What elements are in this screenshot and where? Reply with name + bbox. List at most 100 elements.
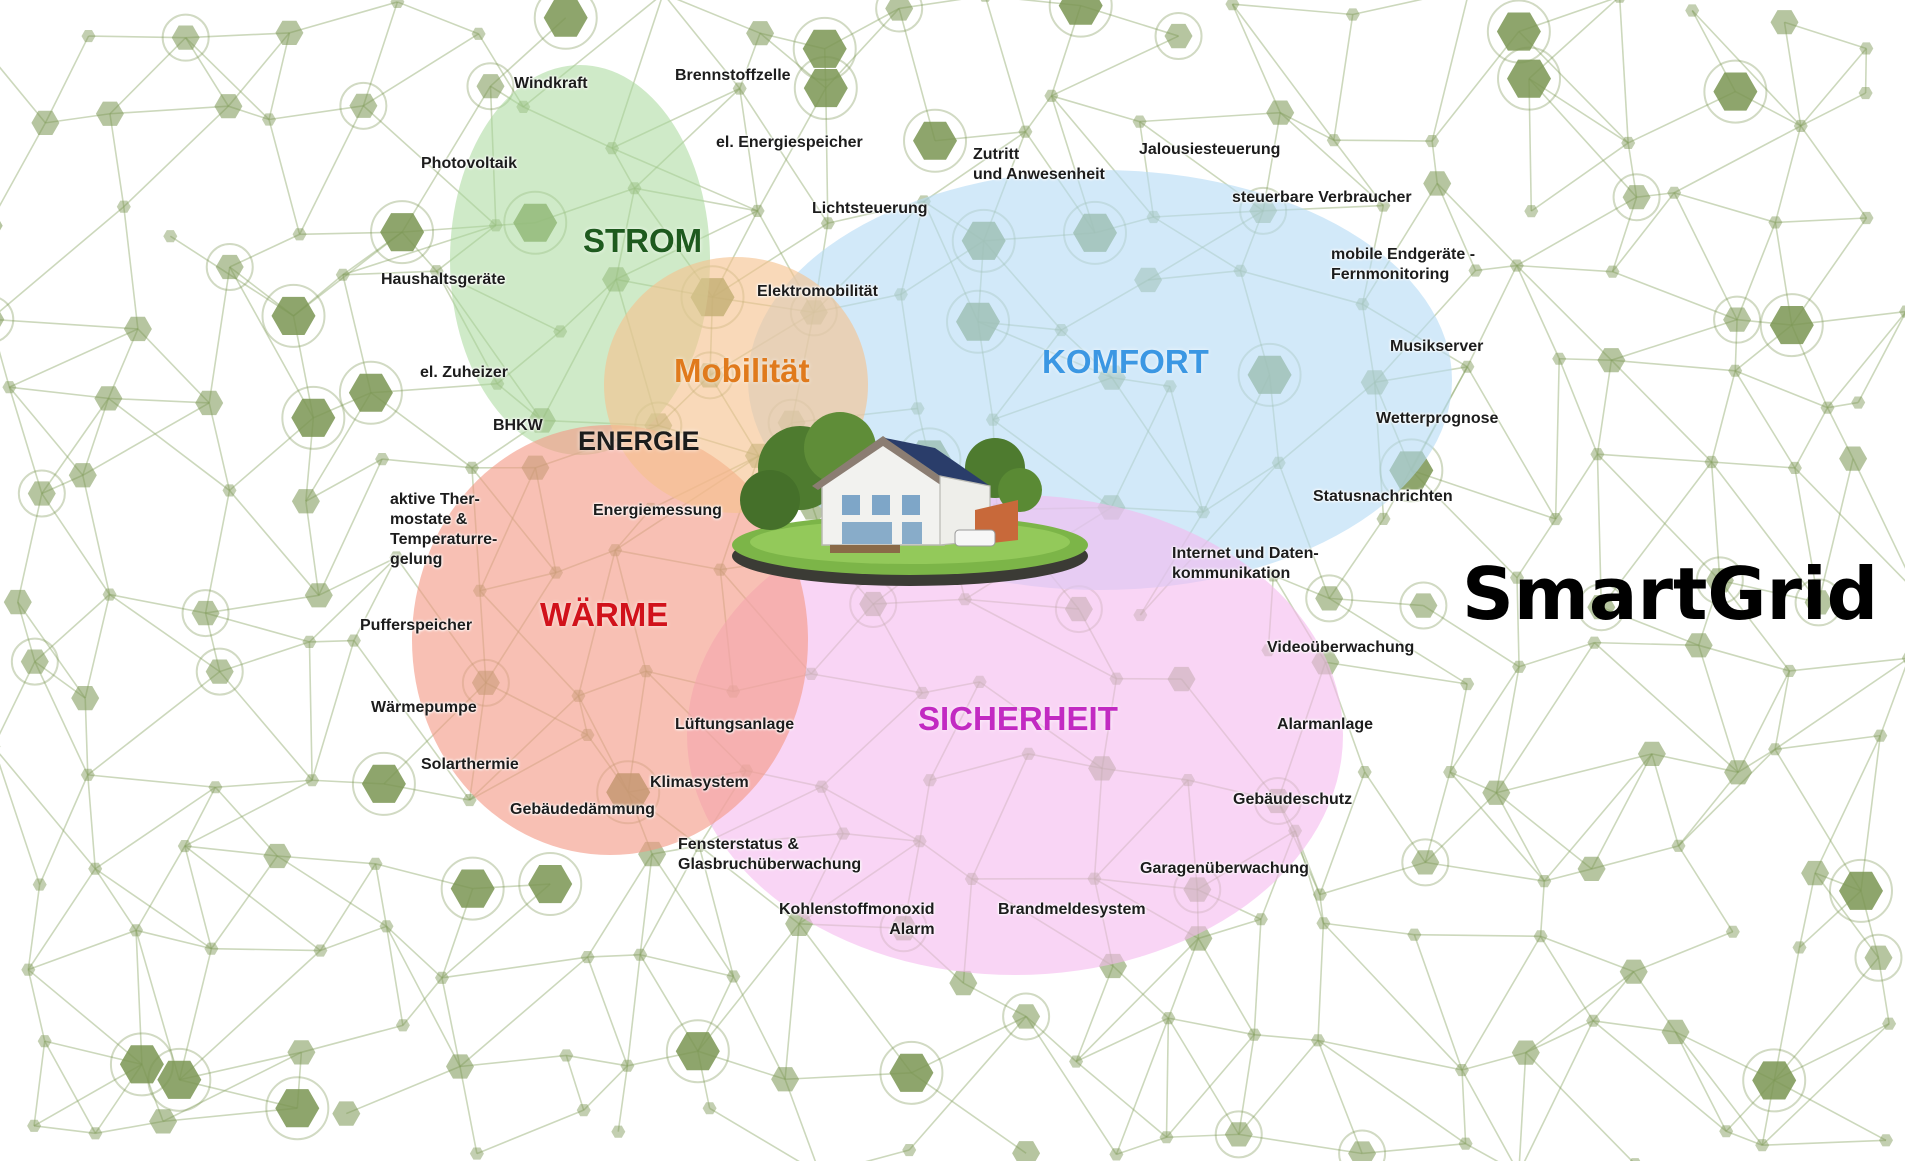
- network-node: [1509, 259, 1524, 272]
- network-node: [446, 1054, 474, 1079]
- network-node: [68, 463, 97, 488]
- network-node: [1839, 871, 1883, 910]
- network-node: [0, 221, 3, 231]
- network-node: [263, 843, 292, 869]
- network-node: [1873, 729, 1888, 742]
- network-node: [576, 1104, 591, 1117]
- label-videoueberwachung: Videoüberwachung: [1267, 639, 1415, 656]
- network-node: [692, 839, 707, 852]
- label-statusnachrichten: Statusnachrichten: [1313, 488, 1453, 505]
- network-node: [368, 857, 383, 870]
- category-mobilitaet: Mobilität: [674, 352, 810, 389]
- network-node: [1458, 1137, 1473, 1150]
- network-node: [119, 1045, 164, 1084]
- network-node: [803, 69, 848, 108]
- network-node: [543, 0, 588, 37]
- network-node-ring: [1399, 581, 1448, 630]
- network-node: [346, 634, 361, 647]
- network-node: [1614, 0, 1625, 3]
- network-node-ring: [533, 0, 598, 50]
- network-node: [1533, 930, 1548, 943]
- network-node: [123, 316, 152, 342]
- label-mobile-endgeraete: mobile Endgeräte - Fernmonitoring: [1331, 246, 1476, 283]
- network-node: [1705, 568, 1734, 593]
- network-node: [1482, 780, 1511, 805]
- network-node: [1820, 401, 1835, 414]
- network-node: [611, 1125, 626, 1138]
- network-node: [1723, 307, 1752, 332]
- network-node: [1266, 100, 1295, 125]
- network-node: [313, 944, 328, 957]
- brand-title: SmartGrid: [1462, 552, 1879, 636]
- network-node: [771, 1067, 800, 1092]
- network-node: [1455, 1064, 1469, 1077]
- network-node: [0, 311, 5, 327]
- network-node: [1537, 875, 1552, 888]
- network-node: [1159, 1131, 1174, 1144]
- network-node: [361, 764, 406, 803]
- network-node: [163, 230, 178, 243]
- network-node: [215, 254, 244, 280]
- network-node: [27, 1119, 42, 1132]
- label-energiemessung: Energiemessung: [593, 502, 722, 519]
- network-node: [1804, 590, 1833, 615]
- label-internet: Internet und Daten- kommunikation: [1172, 545, 1319, 582]
- network-node: [1621, 136, 1636, 149]
- network-node: [471, 27, 486, 40]
- network-node: [1782, 664, 1797, 677]
- network-node: [1345, 8, 1360, 21]
- network-node: [1587, 595, 1616, 620]
- network-node: [1882, 1017, 1897, 1030]
- label-klimasystem: Klimasystem: [650, 774, 749, 791]
- network-node: [177, 840, 192, 853]
- network-node: [1443, 766, 1458, 779]
- network-node-ring: [181, 589, 230, 638]
- network-node-ring: [1759, 293, 1824, 358]
- network-node: [1247, 1028, 1262, 1041]
- network-node-ring: [1002, 992, 1051, 1041]
- network-node: [1792, 941, 1807, 954]
- label-brennstoffzelle: Brennstoffzelle: [675, 67, 791, 84]
- network-node: [1768, 743, 1783, 756]
- network-node-ring: [665, 1019, 730, 1084]
- network-node: [71, 686, 100, 711]
- network-node-ring: [875, 0, 924, 33]
- network-node: [0, 745, 1, 748]
- network-node-ring: [793, 56, 858, 121]
- network-node-ring: [261, 283, 326, 348]
- network-node: [348, 373, 393, 412]
- network-node: [1684, 633, 1713, 658]
- network-node: [620, 1059, 635, 1072]
- network-node: [1768, 216, 1783, 229]
- network-node: [1511, 1040, 1540, 1065]
- label-wetterprognose: Wetterprognose: [1376, 410, 1499, 427]
- label-photovoltaik: Photovoltaik: [421, 155, 518, 172]
- network-node: [675, 1032, 720, 1071]
- network-node: [1524, 205, 1539, 218]
- network-node: [1851, 396, 1866, 409]
- label-energiespeicher: el. Energiespeicher: [716, 134, 863, 151]
- network-node: [395, 1019, 410, 1032]
- network-node-ring: [370, 200, 435, 265]
- network-node: [335, 268, 350, 281]
- network-node-ring: [1703, 59, 1768, 124]
- network-node: [1719, 1125, 1734, 1138]
- label-elektromobilitaet: Elektromobilität: [757, 283, 878, 300]
- network-node: [102, 588, 117, 601]
- network-node: [1801, 860, 1830, 886]
- network-node: [88, 1127, 103, 1140]
- network-node: [429, 265, 444, 278]
- label-alarmanlage: Alarmanlage: [1277, 716, 1374, 733]
- label-musikserver: Musikserver: [1390, 338, 1484, 355]
- network-node: [1376, 199, 1391, 212]
- network-node: [702, 1102, 717, 1115]
- network-node: [1311, 1034, 1325, 1047]
- network-node: [913, 121, 957, 160]
- network-node: [1012, 1141, 1041, 1161]
- network-node: [902, 1144, 917, 1157]
- network-node: [1879, 1134, 1893, 1147]
- network-node: [885, 0, 914, 21]
- label-zutritt: Zutritt und Anwesenheit: [973, 146, 1105, 183]
- network-node: [1590, 448, 1605, 461]
